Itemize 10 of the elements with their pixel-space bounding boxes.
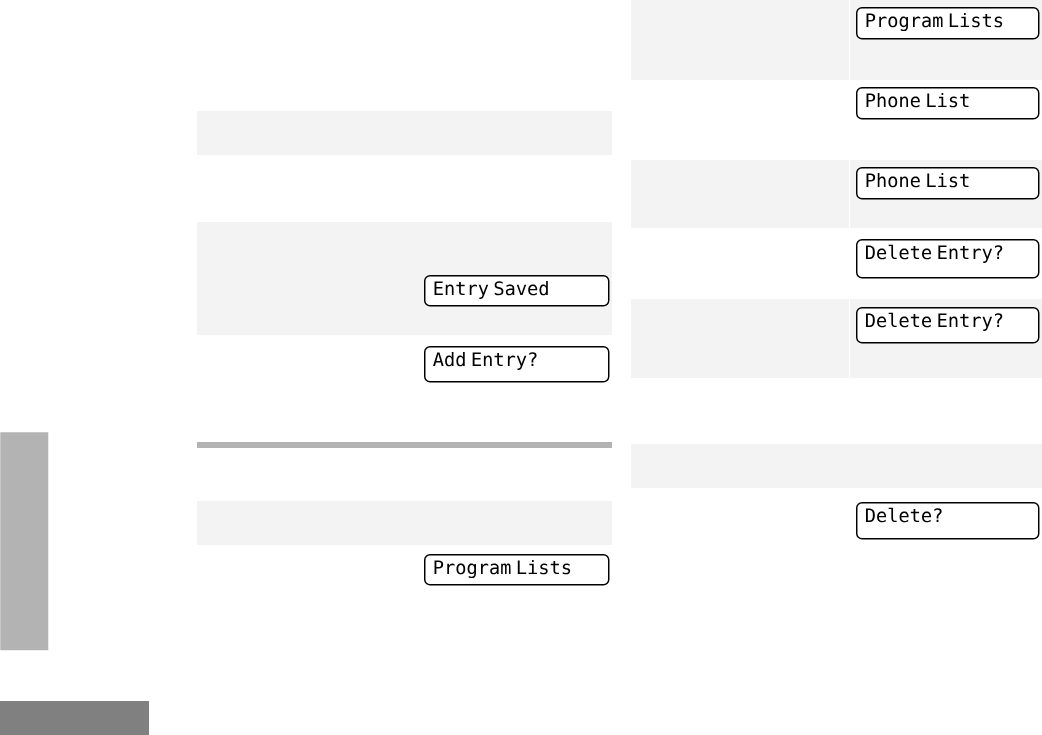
side-tab	[0, 432, 49, 651]
lcd-display: Phone List	[856, 167, 1040, 200]
lcd-display: Entry Saved	[424, 275, 610, 307]
lcd-display: Program Lists	[856, 7, 1040, 40]
lcd-display: Delete Entry?	[856, 239, 1040, 279]
lcd-display: Delete?	[856, 502, 1040, 540]
lcd-display: Add Entry?	[424, 346, 610, 383]
lcd-display: Program Lists	[424, 554, 610, 586]
lcd-display: Phone List	[856, 87, 1040, 120]
lcd-display: Delete Entry?	[856, 307, 1040, 344]
